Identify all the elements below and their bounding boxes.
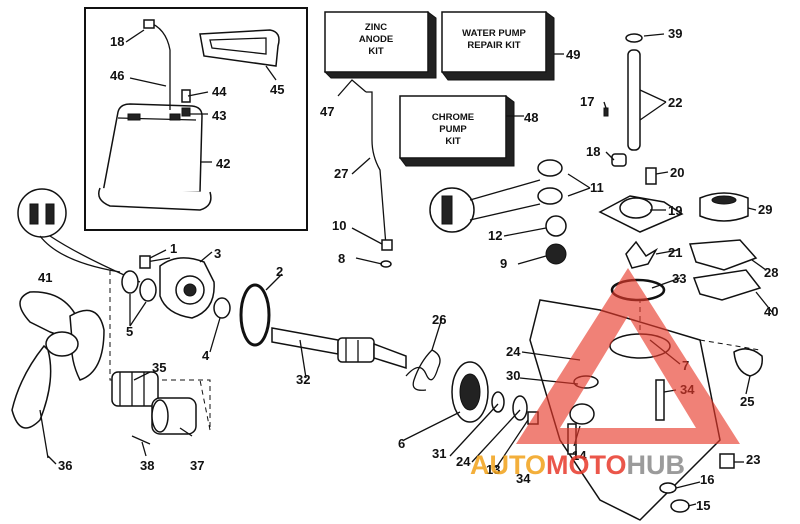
shift-rod <box>366 91 393 268</box>
callout-label: 8 <box>338 251 345 266</box>
callout-label: 43 <box>212 108 226 123</box>
kit-label-line: PUMP <box>439 124 467 135</box>
spring <box>405 349 441 391</box>
callout-label: 15 <box>696 498 710 513</box>
svg-text:AUTOMOTOHUB: AUTOMOTOHUB <box>470 450 685 480</box>
callout-label: 31 <box>432 446 446 461</box>
callout-label: 45 <box>270 82 284 97</box>
inset-housing-box <box>84 7 308 231</box>
callout-label: 1 <box>170 241 177 256</box>
callout-label: 6 <box>398 436 405 451</box>
callout-label: 18 <box>110 34 124 49</box>
kit-label-line: ANODE <box>359 34 393 45</box>
kit-label-line: KIT <box>445 136 461 147</box>
callout-label: 20 <box>670 165 684 180</box>
callout-label: 40 <box>764 304 778 319</box>
callout-label: 10 <box>332 218 346 233</box>
water-pump-housing <box>598 153 762 302</box>
callout-label: 11 <box>590 180 604 195</box>
callout-label: 28 <box>764 265 778 280</box>
callout-label: 24 <box>506 344 521 359</box>
callout-label: 16 <box>700 472 714 487</box>
watermark-logo: AUTOMOTOHUB <box>470 268 740 480</box>
kit-box-water-pump: WATER PUMP REPAIR KIT <box>441 11 555 81</box>
callout-label: 32 <box>296 372 310 387</box>
callout-labels: 1 2 3 4 5 6 7 8 9 10 11 12 13 14 15 16 1… <box>38 26 778 513</box>
callout-label: 38 <box>140 458 154 473</box>
callout-label: 24 <box>456 454 471 469</box>
watermark-text-auto: AUTO <box>470 450 546 480</box>
kit-box-zinc-anode: ZINC ANODE KIT <box>323 11 437 79</box>
callout-label: 3 <box>214 246 221 261</box>
watermark-triangle-icon <box>516 268 740 444</box>
callout-label: 13 <box>486 462 500 477</box>
callout-label: 25 <box>740 394 754 409</box>
callout-label: 5 <box>126 324 133 339</box>
callout-label: 39 <box>668 26 682 41</box>
callout-label: 47 <box>320 104 334 119</box>
kit-box-chrome-pump: CHROME PUMP KIT <box>399 95 515 167</box>
kit-label-line: ZINC <box>365 22 387 33</box>
clutch-and-gear <box>111 371 197 445</box>
callout-label: 29 <box>758 202 772 217</box>
callout-label: 17 <box>580 94 594 109</box>
forward-gear <box>451 361 539 425</box>
seal-detail-circle <box>17 188 141 283</box>
callout-label: 19 <box>668 203 682 218</box>
callout-label: 30 <box>506 368 520 383</box>
callout-label: 48 <box>524 110 538 125</box>
callout-label: 14 <box>572 448 587 463</box>
callout-label: 26 <box>432 312 446 327</box>
callout-label: 41 <box>38 270 52 285</box>
callout-label: 18 <box>586 144 600 159</box>
callout-label: 35 <box>152 360 166 375</box>
callout-label: 49 <box>566 47 580 62</box>
callout-label: 22 <box>668 95 682 110</box>
callout-label: 42 <box>216 156 230 171</box>
callout-label: 36 <box>58 458 72 473</box>
watermark-text-hub: HUB <box>627 450 686 480</box>
callout-label: 21 <box>668 245 682 260</box>
callout-label: 37 <box>190 458 204 473</box>
callout-label: 9 <box>500 256 507 271</box>
callout-label: 44 <box>212 84 227 99</box>
propeller <box>11 291 105 459</box>
kit-label-line: REPAIR KIT <box>467 40 520 51</box>
callout-label: 27 <box>334 166 348 181</box>
bearing-housing <box>121 255 271 347</box>
callout-label: 33 <box>672 271 686 286</box>
drive-shaft <box>603 33 643 151</box>
kit-label-line: KIT <box>368 46 384 57</box>
callout-label: 2 <box>276 264 283 279</box>
kit-label-line: CHROME <box>432 112 474 123</box>
callout-label: 34 <box>516 471 531 486</box>
callout-label: 4 <box>202 348 210 363</box>
callout-label: 12 <box>488 228 502 243</box>
watermark-text-moto: MOTO <box>546 450 627 480</box>
callout-label: 23 <box>746 452 760 467</box>
seal-detail-circle-right <box>429 159 567 265</box>
callout-label: 46 <box>110 68 124 83</box>
propeller-shaft <box>271 327 407 370</box>
kit-label-line: WATER PUMP <box>462 28 526 39</box>
